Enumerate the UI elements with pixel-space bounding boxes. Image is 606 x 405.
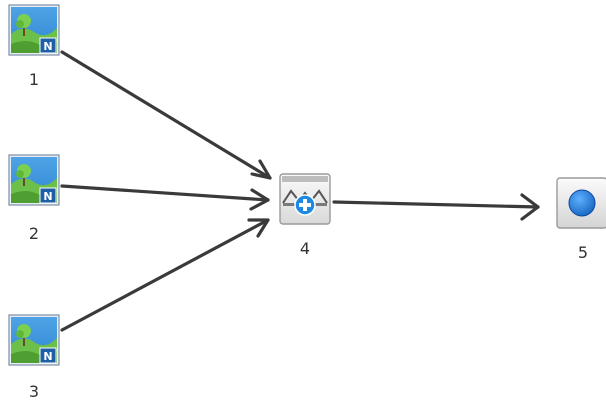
node-4[interactable]	[279, 173, 333, 233]
raster-dataset-icon: N	[8, 314, 60, 366]
edge-1-to-4[interactable]	[60, 50, 272, 180]
badge-letter: N	[43, 350, 52, 363]
node-2[interactable]: N	[8, 154, 62, 214]
raster-dataset-icon: N	[8, 154, 60, 206]
arrowhead-icon	[249, 188, 270, 211]
node-3-label: 3	[28, 382, 40, 401]
badge-letter: N	[43, 40, 52, 53]
node-1[interactable]: N	[8, 4, 62, 64]
node-5[interactable]	[556, 177, 606, 237]
arrowhead-icon	[520, 193, 540, 221]
node-2-label: 2	[28, 224, 40, 243]
edge-2-to-4[interactable]	[60, 184, 270, 211]
node-1-label: 1	[28, 70, 40, 89]
edge-3-to-4[interactable]	[60, 218, 270, 332]
node-4-label: 4	[299, 239, 311, 258]
arrowhead-icon	[250, 159, 272, 180]
node-5-label: 5	[577, 243, 589, 262]
output-dataset-icon	[556, 177, 606, 229]
badge-letter: N	[43, 190, 52, 203]
mosaic-operator-icon	[279, 173, 331, 225]
arrowhead-icon	[247, 218, 270, 238]
raster-dataset-icon: N	[8, 4, 60, 56]
node-3[interactable]: N	[8, 314, 62, 374]
edge-4-to-5[interactable]	[332, 193, 540, 221]
